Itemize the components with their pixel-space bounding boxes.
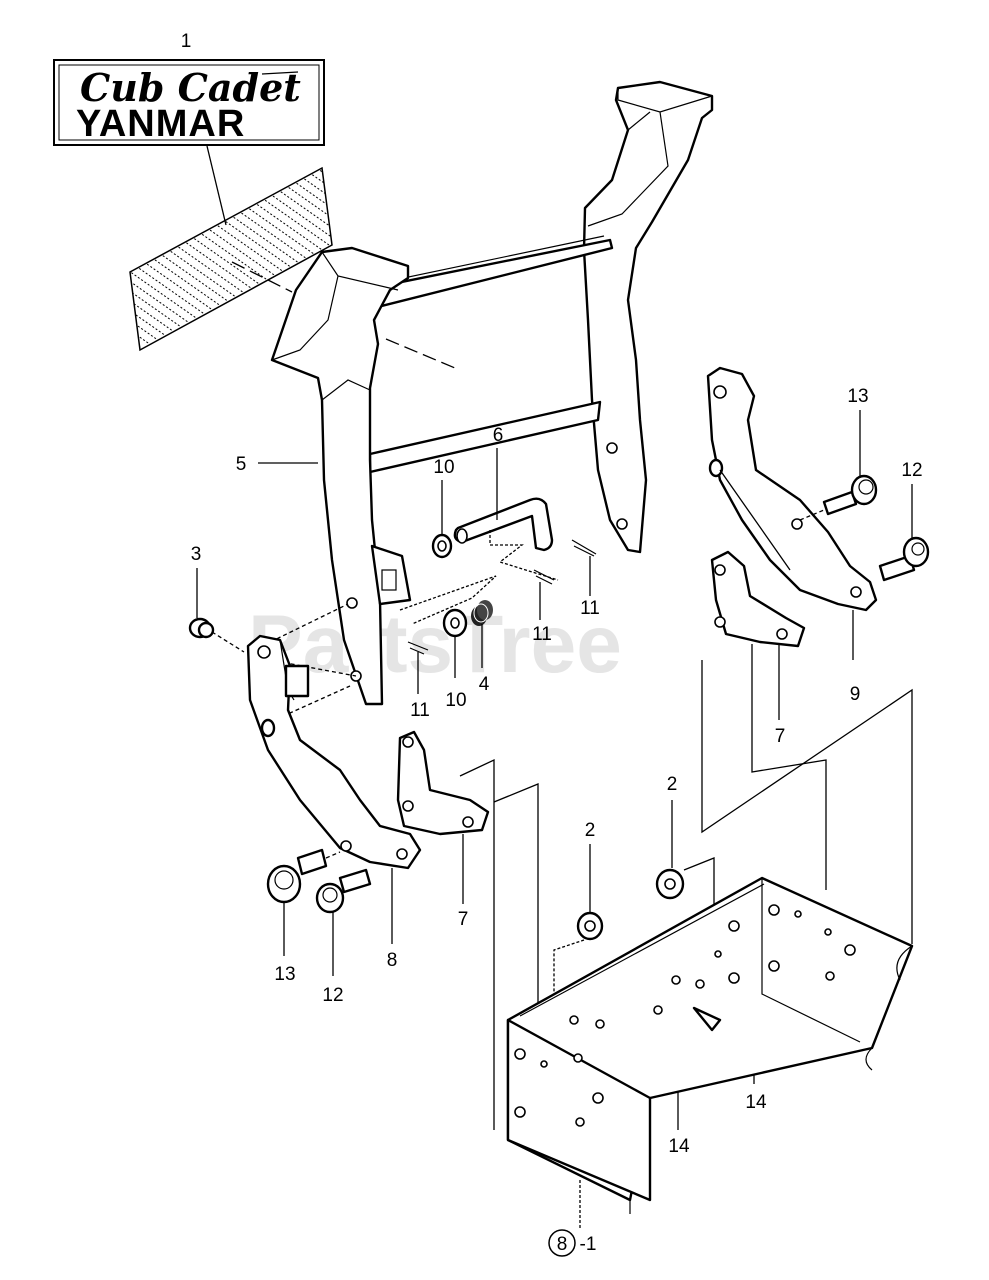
part-3-bolt — [188, 617, 215, 639]
callout-13-right: 13 — [847, 386, 868, 407]
callout-3: 3 — [191, 544, 202, 565]
part-9-right-bracket — [706, 366, 878, 612]
callout-11-c: 11 — [410, 700, 430, 721]
part-10-washer-upper — [431, 533, 453, 559]
callout-12-left: 12 — [322, 985, 343, 1006]
part-13-bolt-right — [822, 474, 878, 516]
base-frame — [506, 876, 914, 1214]
part-13-bolt-left — [266, 848, 328, 904]
leader-7a-route — [459, 758, 495, 1130]
leader-9-route — [701, 660, 913, 944]
callout-14-right: 14 — [745, 1092, 767, 1113]
watermark: PartsTree TM — [248, 599, 738, 690]
callout-2-left: 2 — [585, 820, 596, 841]
callout-6: 6 — [493, 425, 504, 446]
part-4-spring — [471, 600, 493, 626]
part-2-nut-right — [655, 868, 685, 900]
part-11-cotter-pins — [407, 539, 597, 655]
part-1-logo-decal: Cub Cadet YANMAR — [53, 59, 325, 146]
reference-8-1: 8 -1 — [548, 1229, 597, 1257]
callout-8: 8 — [387, 950, 398, 971]
callout-11-a: 11 — [580, 598, 600, 619]
callout-13-left: 13 — [274, 964, 295, 985]
part-8-left-bracket — [246, 634, 422, 870]
spring-dashed — [399, 575, 497, 625]
reference-circled-number: 8 — [557, 1234, 568, 1255]
leader-7b-route — [751, 644, 827, 890]
part-6-pin — [453, 497, 554, 552]
callout-2-right: 2 — [667, 774, 678, 795]
part-7-right-plate — [710, 550, 806, 648]
callout-11-b: 11 — [532, 624, 552, 645]
callout-12-right: 12 — [901, 460, 922, 481]
callout-7-right: 7 — [775, 726, 786, 747]
callout-4: 4 — [479, 674, 490, 695]
part-12-bolt-right — [878, 536, 930, 582]
callout-14-left: 14 — [668, 1136, 690, 1157]
callout-10-upper: 10 — [433, 457, 454, 478]
pin-dashed — [489, 530, 559, 581]
callout-10-lower: 10 — [445, 690, 466, 711]
leader-1 — [206, 145, 227, 226]
part-7-left-plate — [396, 730, 490, 836]
callout-labels: 1 13 12 6 10 5 3 11 11 11 10 4 9 7 2 2 7… — [181, 31, 923, 1157]
part-1-decal-sticker — [129, 166, 333, 352]
part-10-washer-lower — [442, 608, 468, 638]
callout-7-left: 7 — [458, 909, 469, 930]
part-5-frame — [270, 80, 714, 706]
watermark-text: PartsTree — [248, 599, 622, 690]
logo-model-text: YANMAR — [76, 103, 245, 145]
reference-suffix: -1 — [580, 1234, 597, 1255]
logo-brand-text: Cub Cadet — [80, 65, 301, 110]
part-12-bolt-left — [315, 868, 372, 914]
callout-5: 5 — [236, 454, 247, 475]
callout-9: 9 — [850, 684, 861, 705]
callout-1: 1 — [181, 31, 192, 52]
part-2-nut-left — [576, 911, 604, 941]
